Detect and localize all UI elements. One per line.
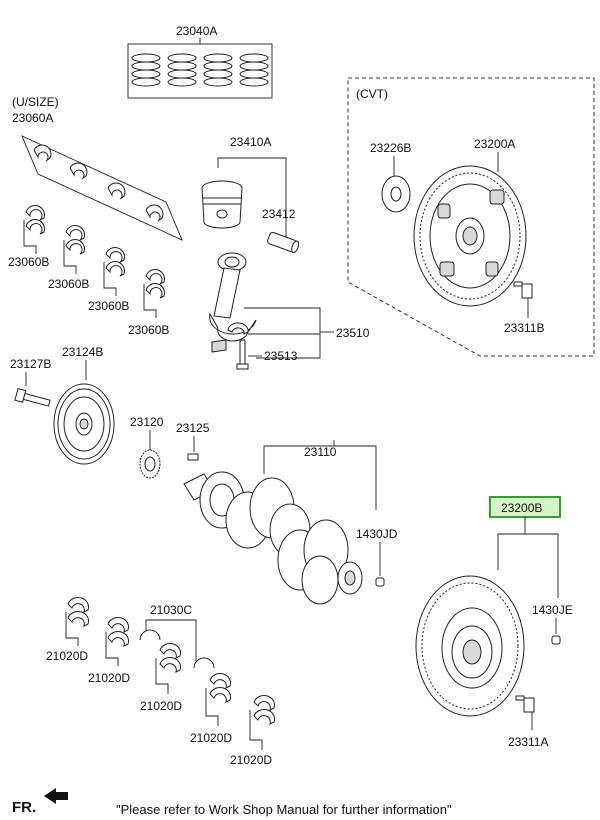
label-cvt-bolt: 23311B [504,321,544,335]
label-main-b5: 21020D [230,753,272,767]
label-sprocket: 23120 [130,415,164,429]
conrod-bearing-pairs: 23060B 23060B 23060B 23060B [8,205,169,337]
label-pulley-bolt: 23127B [10,357,51,371]
label-bearing-b1: 23060B [8,255,49,269]
flywheel-bolt [515,695,535,713]
fr-label: FR. [12,799,36,816]
crank-pulley: 23127B 23124B [10,345,115,465]
label-thrust: 21030C [150,603,192,617]
label-bearing-set: 23060A [12,111,53,125]
label-plate: 23226B [370,141,411,155]
footer-note: "Please refer to Work Shop Manual for fu… [116,802,452,817]
label-usize: (U/SIZE) [12,95,59,109]
label-pulley: 23124B [62,345,103,359]
label-crankshaft: 23110 [304,445,337,459]
label-flywheel: 23200B [501,501,542,515]
label-rod-bolt: 23513 [264,349,298,363]
label-bearing-b4: 23060B [128,323,169,337]
piston-and-pin: 23410A 23412 [201,135,300,254]
label-bearing-b2: 23060B [48,277,89,291]
cvt-bolt [513,281,533,299]
label-main-b3: 21020D [140,699,182,713]
front-arrow-icon [44,788,68,804]
label-rod: 23510 [336,326,370,340]
conrod-bearing-set: (U/SIZE) 23060A [12,95,183,241]
sprocket-and-key: 23120 23125 [130,415,210,479]
flywheel: 23200B 1430JE 23311A [415,496,573,749]
connecting-rod: 23510 23513 [209,252,370,370]
label-pin: 23412 [262,207,296,221]
label-main-b1: 21020D [46,649,88,663]
cvt-section: (CVT) 23226B 23200A 23311B [347,77,595,357]
label-key: 23125 [176,421,210,435]
label-cvt: (CVT) [356,87,388,101]
label-bearing-b3: 23060B [88,299,129,313]
label-cvt-plate: 23200A [474,137,515,151]
footer: FR. "Please refer to Work Shop Manual fo… [12,788,452,817]
label-main-b4: 21020D [190,731,232,745]
label-piston-set: 23410A [230,135,271,149]
label-fw-bolt: 23311A [508,735,548,749]
crankshaft: 23110 1430JD [183,440,398,605]
piston-rings: 23040A [127,24,273,99]
main-bearings: 21030C 21020D 21020D 21020D 21020D 21020… [46,597,276,767]
label-main-b2: 21020D [88,671,130,685]
label-dowel-cs: 1430JD [356,527,398,541]
label-dowel-fw: 1430JE [532,603,573,617]
label-rings: 23040A [176,24,217,38]
